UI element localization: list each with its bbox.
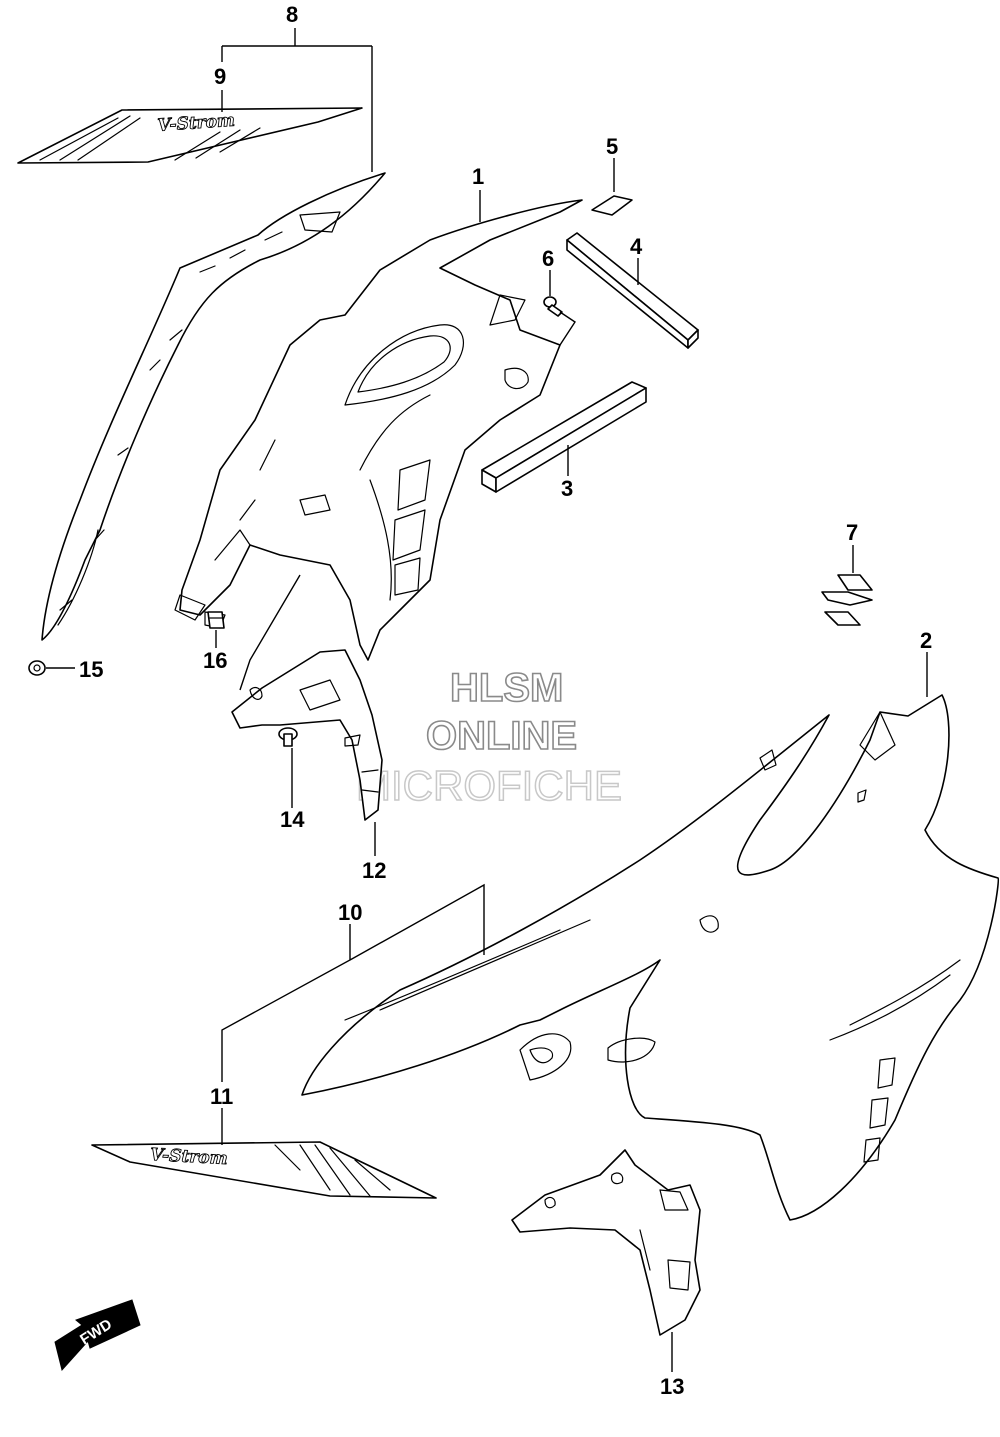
callout-15: 15 [79, 657, 103, 682]
callout-8: 8 [286, 2, 298, 27]
fwd-arrow-icon: FWD [54, 1299, 141, 1372]
callout-labels: 8 9 1 5 4 6 3 7 2 15 16 14 12 10 11 13 [79, 2, 932, 1399]
watermark: HLSM ONLINE MICROFICHE [355, 665, 623, 810]
part-7-emblem[interactable] [821, 574, 873, 626]
upper-decal-text: V-Strom [157, 111, 236, 136]
part-3-foam-strip[interactable] [481, 381, 647, 493]
callout-4: 4 [630, 234, 643, 259]
callout-11: 11 [210, 1084, 233, 1109]
part-14-screw[interactable] [278, 727, 298, 747]
leader-lines [46, 28, 928, 1372]
watermark-line3: MICROFICHE [356, 762, 622, 809]
callout-7: 7 [846, 520, 858, 545]
callout-9: 9 [214, 64, 226, 89]
callout-14: 14 [280, 807, 305, 832]
callout-16: 16 [203, 648, 227, 673]
callout-5: 5 [606, 134, 618, 159]
part-9-upper-decal[interactable]: V-Strom [17, 107, 363, 164]
part-6-screw[interactable] [543, 296, 563, 317]
part-5-pad[interactable] [591, 195, 633, 216]
watermark-line1: HLSM [450, 666, 563, 710]
callout-2: 2 [920, 628, 932, 653]
part-11-lower-decal[interactable]: V-Strom [91, 1141, 437, 1199]
watermark-line2: ONLINE [426, 714, 577, 758]
callout-13: 13 [660, 1374, 684, 1399]
part-15-fastener[interactable] [28, 660, 46, 676]
callout-6: 6 [542, 246, 554, 271]
part-16-clip[interactable] [207, 611, 225, 629]
part-2-side-panel[interactable] [301, 694, 1000, 1221]
part-13-lower-bracket[interactable] [511, 1149, 701, 1336]
part-4-foam-strip[interactable] [566, 232, 699, 349]
callout-1: 1 [472, 164, 484, 189]
callout-10: 10 [338, 900, 362, 925]
part-8-side-strip[interactable] [41, 172, 386, 641]
lower-decal-text: V-Strom [150, 1145, 228, 1169]
callout-3: 3 [561, 476, 573, 501]
part-12-bracket[interactable] [231, 649, 383, 821]
part-1-tank-cover[interactable] [174, 199, 583, 661]
callout-12: 12 [362, 858, 386, 883]
